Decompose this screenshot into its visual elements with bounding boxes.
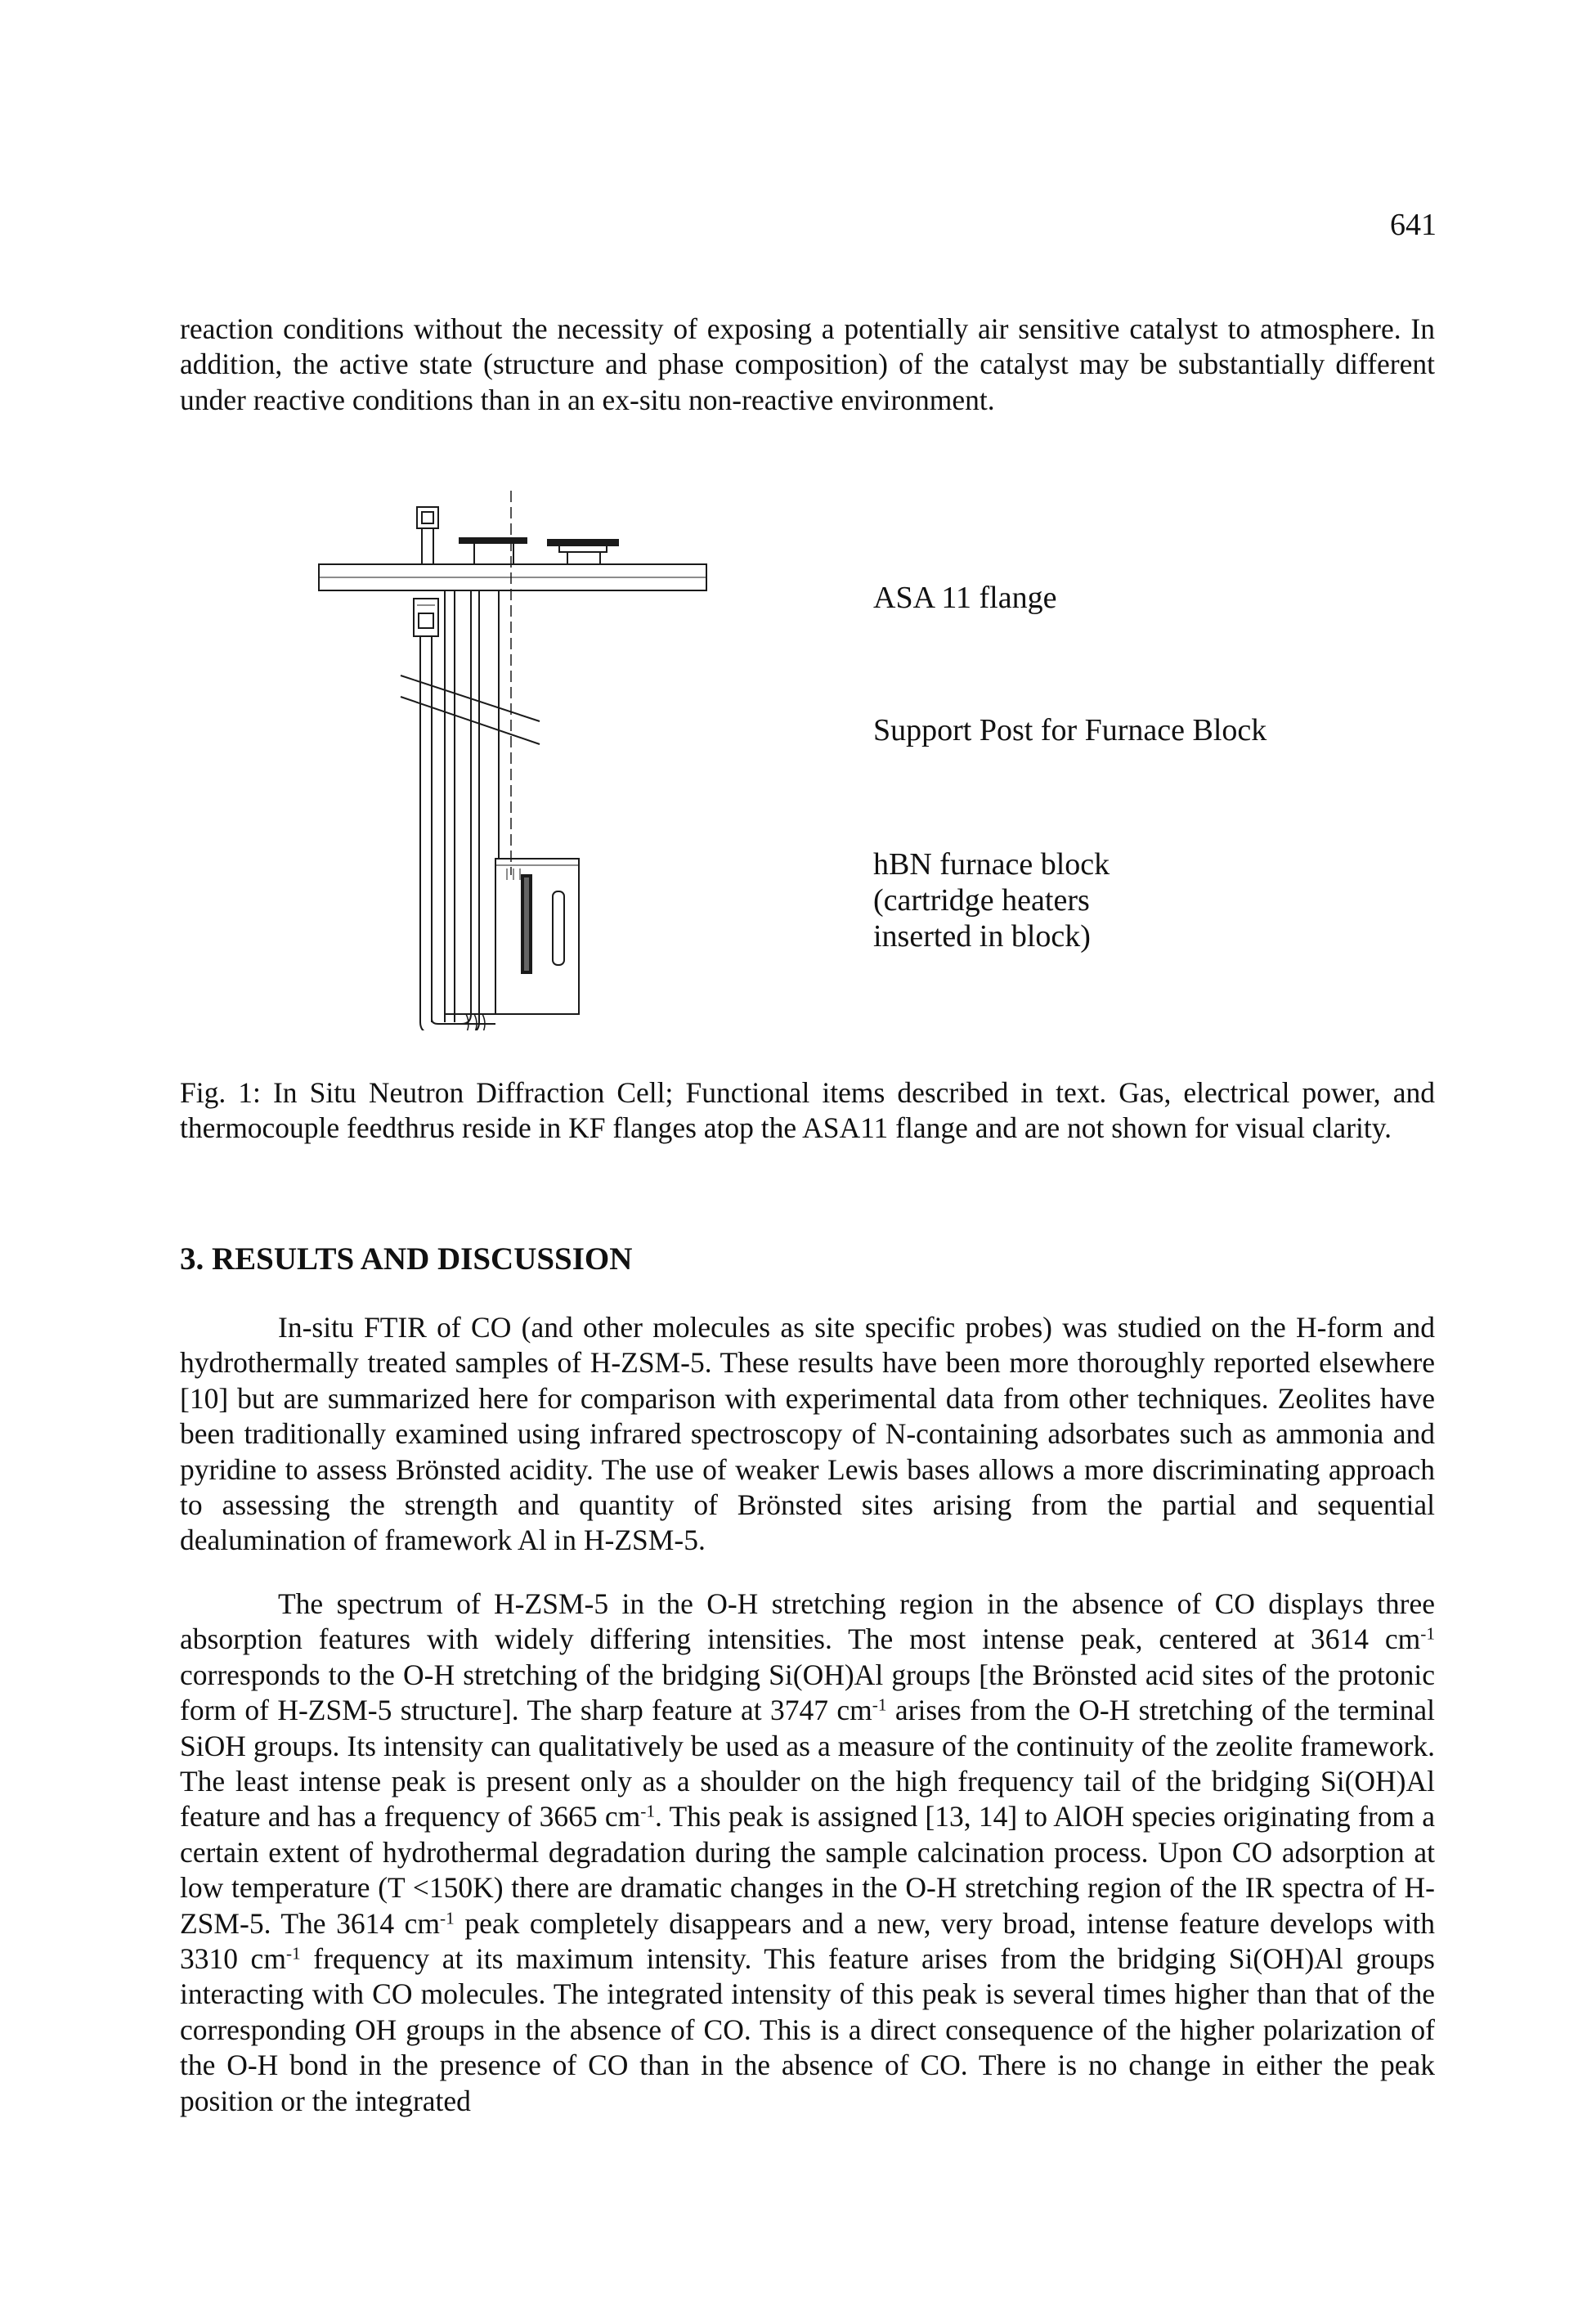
page-number: 641 [1390, 208, 1437, 242]
callout-furnace-block: hBN furnace block (cartridge heaters ins… [873, 846, 1110, 954]
neutron-diffraction-cell-diagram [318, 491, 707, 1030]
para2-segment-1: The spectrum of H-ZSM-5 in the O-H stret… [180, 1587, 1435, 1656]
para2-segment-2: corresponds to the O-H stretching of the… [180, 1658, 1435, 1727]
para2-segment-3: arises from the O-H stretching of the te… [180, 1694, 1435, 1833]
section-heading: 3. RESULTS AND DISCUSSION [180, 1241, 633, 1277]
neutron-cell-figure [311, 491, 769, 1030]
callout-support-post: Support Post for Furnace Block [873, 713, 1267, 747]
callout-asa-flange: ASA 11 flange [873, 581, 1057, 615]
results-paragraph-1: In-situ FTIR of CO (and other molecules … [180, 1311, 1435, 1557]
superscript-exponent: -1 [872, 1694, 887, 1715]
para2-segment-5: peak completely disappears and a new, ve… [180, 1906, 1435, 1976]
callout-furnace-line-2: (cartridge heaters [873, 883, 1090, 918]
results-paragraph-2: The spectrum of H-ZSM-5 in the O-H stret… [180, 1587, 1435, 2119]
superscript-exponent: -1 [640, 1801, 656, 1821]
figure-caption: Fig. 1: In Situ Neutron Diffraction Cell… [180, 1076, 1435, 1145]
superscript-exponent: -1 [440, 1907, 455, 1928]
para2-segment-6: frequency at its maximum intensity. This… [180, 1942, 1435, 2117]
callout-furnace-line-3: inserted in block) [873, 919, 1091, 954]
para2-segment-4: . This peak is assigned [13, 14] to AlOH… [180, 1800, 1435, 1940]
superscript-exponent: -1 [1420, 1623, 1435, 1644]
intro-paragraph: reaction conditions without the necessit… [180, 312, 1435, 416]
callout-furnace-line-1: hBN furnace block [873, 847, 1110, 882]
superscript-exponent: -1 [285, 1943, 301, 1964]
